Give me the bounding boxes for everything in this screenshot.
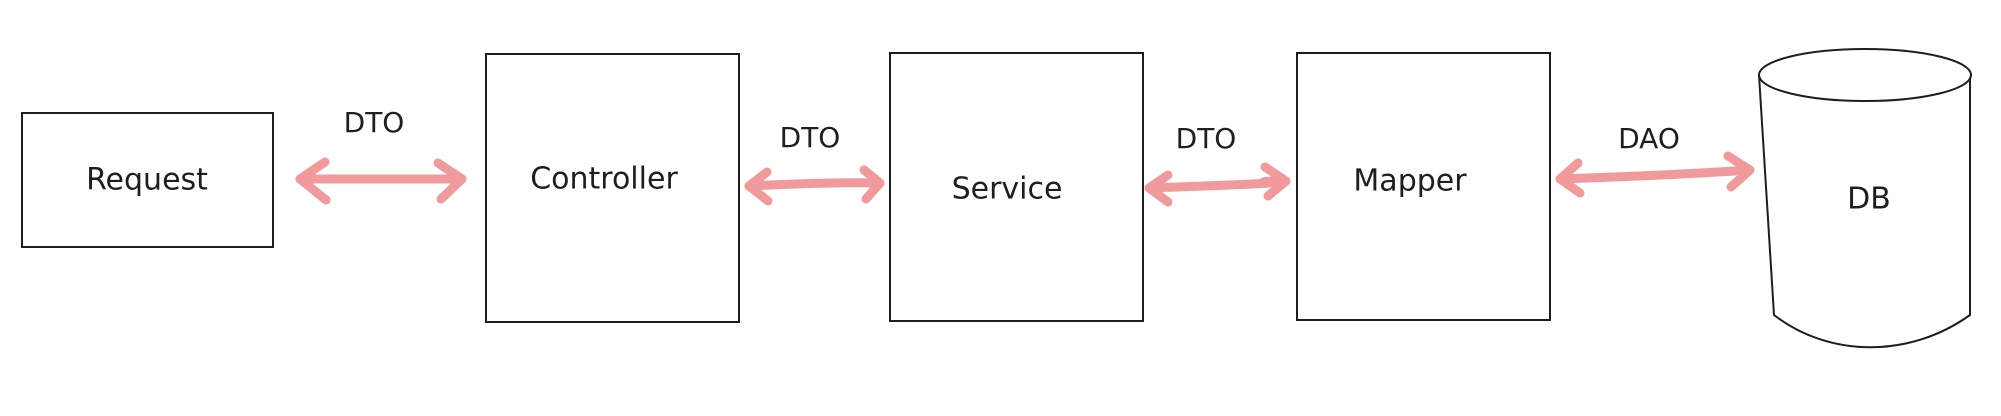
node-db[interactable]: DB [1758,48,1972,349]
edge-mapper-db-line [1555,165,1755,184]
node-mapper-box [1296,52,1551,321]
edge-service-mapper: DTO [1144,122,1291,207]
edge-request-controller-head-left [295,157,331,205]
edge-controller-service-label: DTO [780,121,841,154]
node-mapper[interactable]: Mapper [1296,52,1551,321]
edge-service-mapper-line [1144,176,1291,193]
edge-controller-service-head-right [859,165,885,204]
edge-mapper-db-label: DAO [1618,122,1680,155]
node-service-label: Service [952,172,1063,207]
edge-mapper-db-head-right [1723,151,1755,192]
edge-service-mapper-head-left [1144,170,1173,207]
edge-service-mapper-label: DTO [1176,122,1237,155]
node-request-box [21,112,274,248]
edge-request-controller: DTO [295,106,467,205]
edge-controller-service-line [744,178,885,191]
node-service[interactable]: Service [889,52,1144,322]
edge-mapper-db-head-left [1555,158,1585,198]
db-cylinder-top [1758,48,1972,102]
node-mapper-label: Mapper [1353,164,1467,199]
edge-request-controller-head-right [433,158,467,204]
edge-mapper-db: DAO [1555,122,1755,198]
edge-service-mapper-head-right [1260,162,1291,201]
node-db-label: DB [1847,182,1891,217]
db-cylinder-body [1758,74,1971,349]
edge-request-controller-label: DTO [344,106,405,139]
edge-controller-service: DTO [744,121,885,206]
node-controller-box [485,53,740,323]
node-controller[interactable]: Controller [485,53,740,323]
node-service-box [889,52,1144,322]
edge-controller-service-head-left [744,167,773,206]
node-request-label: Request [86,163,208,198]
node-request[interactable]: Request [21,112,274,248]
node-controller-label: Controller [530,162,678,197]
